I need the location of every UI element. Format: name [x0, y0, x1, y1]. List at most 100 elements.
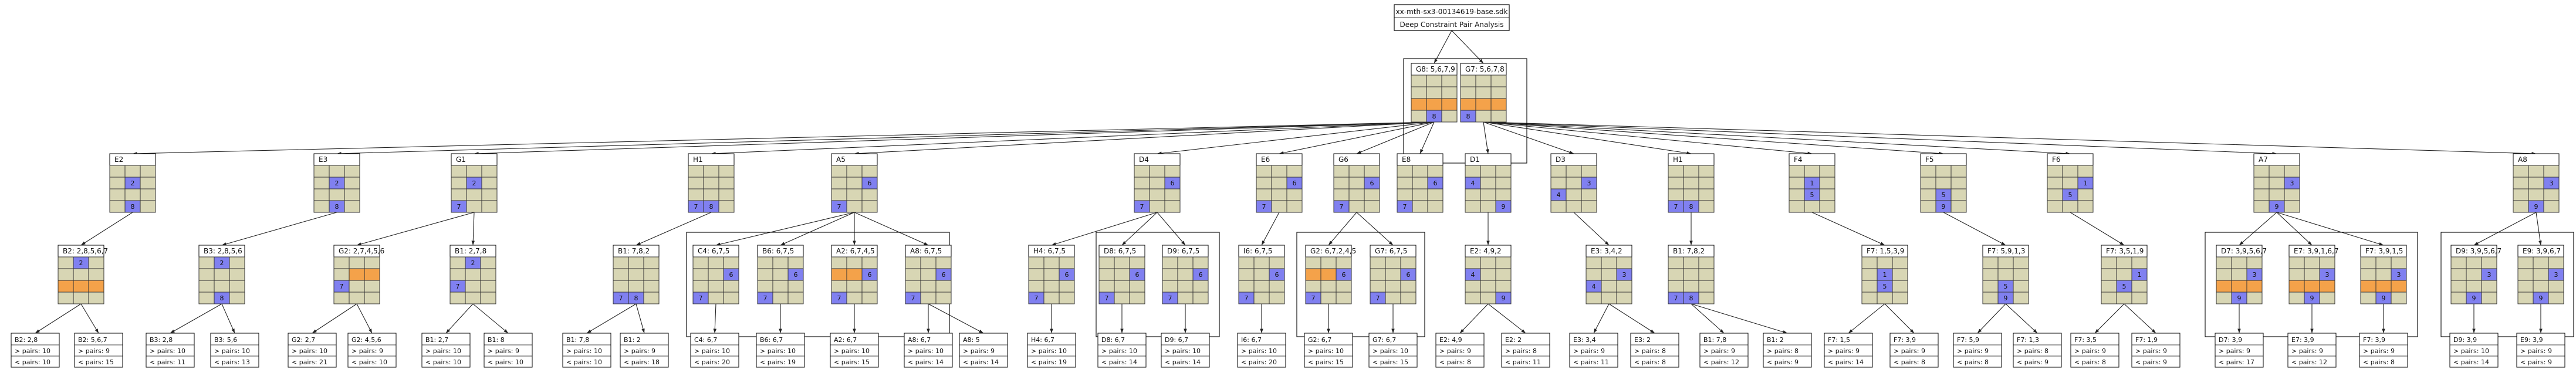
grid-cell-digit: 9: [2237, 294, 2242, 302]
grid-cell: [313, 200, 330, 213]
grid-node-label: G6: [1338, 155, 1348, 164]
leaf-label: H4: 6,7: [1031, 336, 1054, 344]
grid-cell: [1411, 74, 1427, 87]
grid-node-label: G7: 6,7,5: [1375, 247, 1407, 255]
grid-cell-digit: 9: [2275, 203, 2279, 211]
tree-edge: [1328, 212, 1357, 246]
leaf-node: B1: 2> pairs: 9< pairs: 18: [620, 333, 669, 368]
grid-cell: [2375, 268, 2392, 281]
edge-arrowhead: [35, 329, 40, 333]
grid-cell-digit: 9: [2539, 294, 2543, 302]
grid-cell: [1683, 268, 1699, 281]
edge-arrowhead: [81, 241, 86, 245]
grid-node-label: A5: [836, 155, 846, 164]
grid-cell: [787, 256, 804, 269]
grid-cell: [846, 200, 863, 213]
grid-node-label: E2: [114, 155, 123, 164]
grid-cell: [480, 268, 496, 281]
tree-edge: [1884, 303, 1915, 334]
grid-cell: [2216, 292, 2232, 304]
leaf-frame: [2013, 333, 2062, 368]
edge-arrowhead: [1434, 59, 1438, 63]
edge-arrowhead: [369, 328, 372, 333]
grid-cell: [1465, 165, 1481, 178]
edge-arrowhead: [2310, 328, 2314, 333]
tree-edge: [1051, 212, 1158, 246]
grid-cell: [1581, 200, 1597, 213]
grid-cell: [831, 165, 847, 178]
leaf-frame: [904, 333, 953, 368]
grid-cell: [1698, 177, 1715, 189]
tree-edge: [1356, 212, 1394, 246]
grid-cell: [1465, 256, 1481, 269]
grid-node-label: E9: 3,9,6,7: [2523, 247, 2561, 255]
grid-cell: [2528, 165, 2544, 178]
edge-arrowhead: [853, 328, 856, 333]
edge-arrowhead: [1521, 329, 1526, 333]
tree-edge: [1691, 303, 1788, 334]
root-title: xx-mth-sx3-00134619-base.sdk: [1396, 8, 1508, 16]
grid-cell: [313, 188, 330, 201]
edge-arrowhead: [779, 328, 782, 333]
grid-cell: [1441, 98, 1458, 111]
grid-cell-digit: 3: [2397, 271, 2401, 279]
tree-edge: [356, 212, 475, 246]
grid-cell: [1804, 165, 1820, 178]
leaf-pairs-less: < pairs: 8: [1439, 358, 1471, 366]
grid-cell: [628, 256, 644, 269]
grid-cell-digit: 6: [1370, 179, 1374, 187]
leaf-pairs-greater: > pairs: 10: [566, 347, 602, 355]
leaf-node: G2: 4,5,6> pairs: 9< pairs: 10: [347, 333, 397, 368]
grid-cell: [1566, 200, 1582, 213]
grid-cell-digit: 7: [1035, 294, 1039, 302]
grid-cell-digit: 5: [1883, 283, 1887, 290]
grid-cell: [1320, 268, 1337, 281]
grid-cell: [1490, 86, 1507, 99]
grid-cell: [1920, 188, 1936, 201]
cluster-layer: [686, 58, 2574, 337]
grid-cell: [1950, 165, 1967, 178]
tree-edge: [2276, 212, 2384, 246]
leaf-node: G2: 2,7> pairs: 10< pairs: 21: [288, 333, 337, 368]
edge-arrowhead: [1420, 149, 1424, 154]
leaf-pairs-less: < pairs: 10: [351, 358, 387, 366]
leaf-label: I6: 6,7: [1241, 336, 1262, 344]
grid-cell: [772, 268, 789, 281]
edge-arrowhead: [1388, 240, 1393, 245]
grid-cell: [2466, 268, 2482, 281]
grid-cell-digit: 8: [1689, 203, 1693, 211]
leaf-frame: [1501, 333, 1550, 368]
grid-cell: [1059, 292, 1075, 304]
grid-cell: [88, 256, 104, 269]
leaf-label: G2: 6,7: [1308, 336, 1331, 344]
grid-cell-digit: 3: [2253, 271, 2257, 279]
leaf-pairs-greater: > pairs: 8: [1505, 347, 1537, 355]
grid-cell: [1149, 200, 1165, 213]
grid-cell: [1698, 268, 1715, 281]
tree-edge: [711, 121, 1435, 154]
grid-cell: [2391, 256, 2407, 269]
leaf-node: A8: 6,7> pairs: 10< pairs: 14: [904, 333, 953, 368]
grid-cell: [718, 177, 735, 189]
grid-cell: [692, 256, 709, 269]
grid-cell: [2216, 256, 2232, 269]
tree-edge: [1483, 121, 2537, 154]
edge-arrowhead: [2379, 242, 2384, 246]
leaf-label: E9: 3,9: [2520, 336, 2543, 344]
tree-edge: [312, 303, 357, 334]
edge-arrowhead: [2001, 242, 2006, 245]
tree-edge: [221, 212, 337, 246]
leaf-pairs-greater: > pairs: 9: [1703, 347, 1735, 355]
grid-cell: [1920, 200, 1936, 213]
grid-cell: [846, 256, 863, 269]
grid-cell: [1427, 200, 1443, 213]
grid-cell: [846, 268, 863, 281]
grid-cell: [1789, 165, 1805, 178]
grid-cell: [1819, 165, 1835, 178]
grid-cell: [1581, 165, 1597, 178]
grid-cell: [481, 177, 498, 189]
grid-cell: [1475, 74, 1492, 87]
grid-cell: [613, 280, 629, 293]
